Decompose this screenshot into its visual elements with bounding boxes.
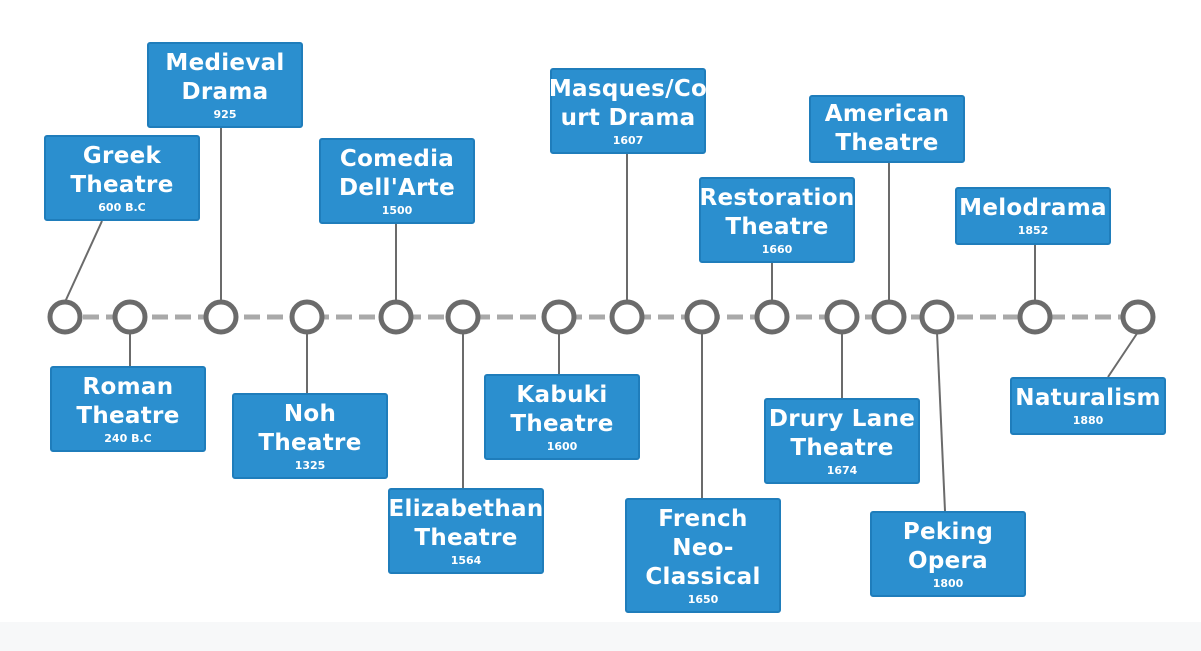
event-date: 1607 bbox=[612, 133, 644, 147]
node-peking-opera bbox=[919, 299, 955, 335]
connector-naturalism bbox=[1107, 331, 1139, 378]
event-date: 925 bbox=[213, 107, 237, 121]
event-date: 1660 bbox=[761, 242, 793, 256]
event-title: Drury Lane Theatre bbox=[768, 405, 916, 461]
event-box-american-theatre: American Theatre bbox=[809, 95, 965, 163]
event-title: Roman Theatre bbox=[76, 373, 180, 429]
event-box-noh-theatre: Noh Theatre 1325 bbox=[232, 393, 388, 479]
node-drury-lane-theatre bbox=[824, 299, 860, 335]
node-roman-theatre bbox=[112, 299, 148, 335]
event-date: 1650 bbox=[687, 592, 719, 606]
event-date: 1800 bbox=[932, 576, 964, 590]
event-date: 1600 bbox=[546, 439, 578, 453]
node-comedia-dellarte bbox=[378, 299, 414, 335]
event-box-kabuki-theatre: Kabuki Theatre 1600 bbox=[484, 374, 640, 460]
node-greek-theatre bbox=[47, 299, 83, 335]
event-box-elizabethan-theatre: Elizabethan Theatre 1564 bbox=[388, 488, 544, 574]
node-naturalism bbox=[1120, 299, 1156, 335]
event-title: Masques/Co urt Drama bbox=[548, 75, 708, 131]
node-noh-theatre bbox=[289, 299, 325, 335]
event-title: Naturalism bbox=[1015, 385, 1161, 411]
node-medieval-drama bbox=[203, 299, 239, 335]
event-title: Elizabethan Theatre bbox=[388, 495, 544, 551]
event-title: Melodrama bbox=[959, 195, 1107, 221]
event-title: Kabuki Theatre bbox=[510, 381, 614, 437]
event-title: Peking Opera bbox=[902, 518, 994, 574]
event-box-naturalism: Naturalism 1880 bbox=[1010, 377, 1166, 435]
event-title: American Theatre bbox=[824, 101, 950, 156]
event-date: 240 B.C bbox=[104, 431, 152, 445]
event-title: Comedia Dell'Arte bbox=[339, 145, 455, 201]
node-melodrama bbox=[1017, 299, 1053, 335]
event-box-restoration-theatre: Restoration Theatre 1660 bbox=[699, 177, 855, 263]
event-box-medieval-drama: Medieval Drama 925 bbox=[147, 42, 303, 128]
event-box-french-neo-classical: French Neo- Classical 1650 bbox=[625, 498, 781, 613]
event-box-roman-theatre: Roman Theatre 240 B.C bbox=[50, 366, 206, 452]
event-title: Noh Theatre bbox=[258, 400, 362, 456]
event-title: Medieval Drama bbox=[165, 49, 285, 105]
bottom-band bbox=[0, 622, 1201, 651]
connector-peking-opera bbox=[936, 331, 946, 512]
event-date: 1500 bbox=[381, 203, 413, 217]
event-box-peking-opera: Peking Opera 1800 bbox=[870, 511, 1026, 597]
node-kabuki-theatre bbox=[541, 299, 577, 335]
event-box-melodrama: Melodrama 1852 bbox=[955, 187, 1111, 245]
event-date: 1325 bbox=[294, 458, 326, 472]
event-box-masques-court-drama: Masques/Co urt Drama 1607 bbox=[548, 68, 708, 154]
node-restoration-theatre bbox=[754, 299, 790, 335]
node-elizabethan-theatre bbox=[445, 299, 481, 335]
event-date: 1880 bbox=[1072, 414, 1104, 427]
node-french-neo-classical bbox=[684, 299, 720, 335]
event-box-drury-lane-theatre: Drury Lane Theatre 1674 bbox=[764, 398, 920, 484]
event-date: 600 B.C bbox=[98, 200, 146, 214]
connector-greek-theatre bbox=[64, 220, 103, 303]
event-date: 1564 bbox=[450, 553, 482, 567]
event-date: 1852 bbox=[1017, 224, 1049, 237]
node-american-theatre bbox=[871, 299, 907, 335]
event-box-comedia-dellarte: Comedia Dell'Arte 1500 bbox=[319, 138, 475, 224]
event-date: 1674 bbox=[826, 463, 858, 477]
event-title: French Neo- Classical bbox=[645, 505, 761, 590]
node-masques-court-drama bbox=[609, 299, 645, 335]
event-box-greek-theatre: Greek Theatre 600 B.C bbox=[44, 135, 200, 221]
event-title: Greek Theatre bbox=[70, 142, 174, 198]
event-title: Restoration Theatre bbox=[699, 184, 855, 240]
